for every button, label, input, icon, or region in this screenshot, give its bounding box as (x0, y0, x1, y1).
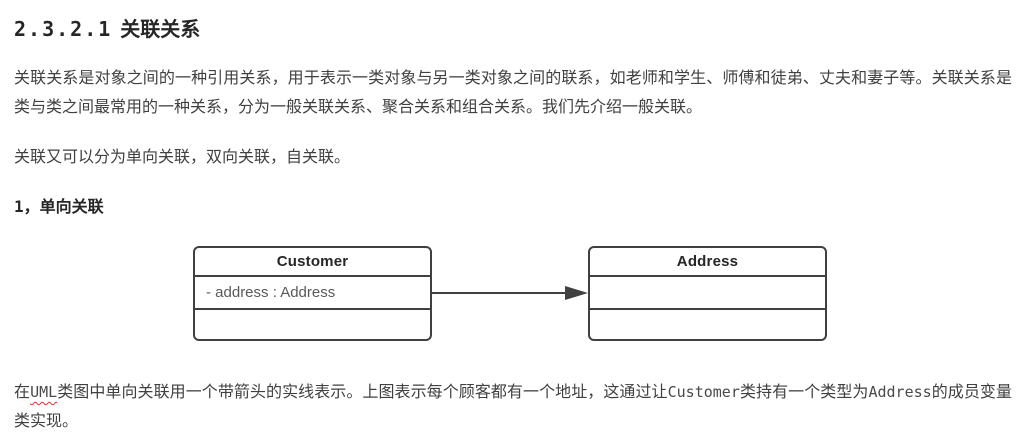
uml-diagram: Customer - address : Address Address (14, 246, 1010, 344)
paragraph-types: 关联又可以分为单向关联，双向关联，自关联。 (14, 149, 351, 166)
uml-class-address: Address (588, 246, 827, 341)
paragraph-explanation: 在UML类图中单向关联用一个带箭头的实线表示。上图表示每个顾客都有一个地址，这通… (14, 378, 1012, 436)
explanation-text: 的成员变量类实现。 (14, 384, 1012, 430)
subsection-title: 单向关联 (39, 199, 104, 216)
explanation-text: 类图中单向关联用一个带箭头的实线表示。上图表示每个顾客都有一个地址，这通过让 (57, 384, 668, 401)
inline-code-customer: Customer (667, 383, 740, 401)
uml-customer-attribute: - address : Address (206, 284, 336, 301)
inline-code-uml: UML (30, 383, 58, 401)
explanation-text: 类持有一个类型为 (739, 384, 869, 401)
explanation-text: 在 (14, 384, 31, 401)
uml-customer-methods (195, 310, 430, 339)
section-heading: 2.3.2.1 关联关系 (14, 16, 1010, 43)
uml-customer-attributes: - address : Address (195, 277, 430, 310)
paragraph-intro: 关联关系是对象之间的一种引用关系，用于表示一类对象与另一类对象之间的联系，如老师… (14, 70, 1012, 116)
association-arrow-icon (431, 286, 588, 300)
subsection-number: 1， (14, 197, 40, 216)
subsection-heading: 1，单向关联 (14, 197, 1010, 218)
inline-code-address: Address (868, 383, 932, 401)
section-title: 关联关系 (120, 19, 201, 41)
section-number: 2.3.2.1 (14, 17, 113, 41)
uml-address-methods (590, 310, 825, 339)
uml-address-attributes (590, 277, 825, 310)
uml-class-customer: Customer - address : Address (193, 246, 432, 341)
uml-address-title: Address (590, 248, 825, 277)
uml-customer-title: Customer (195, 248, 430, 277)
